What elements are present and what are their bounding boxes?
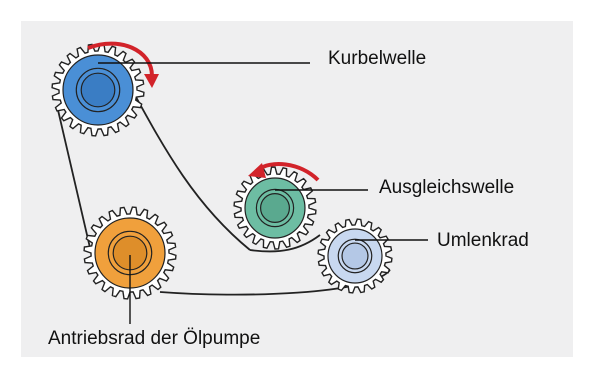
balance-shaft-label: Ausgleichswelle — [379, 177, 515, 198]
crankshaft-rotation-arrow — [87, 41, 159, 88]
crankshaft-label: Kurbelwelle — [328, 48, 427, 69]
balance-shaft-hub-ring — [260, 193, 291, 224]
balance-shaft-rotation-arrow — [248, 162, 320, 182]
crankshaft-gear — [51, 43, 145, 137]
crankshaft-hub-ring — [75, 67, 121, 113]
crankshaft-hub-ring — [80, 72, 116, 108]
idler-hub-ring — [337, 238, 373, 274]
oil-pump-label: Antriebsrad der Ölpumpe — [48, 328, 261, 349]
balance-shaft-gear — [233, 166, 317, 250]
idler-hub-ring — [341, 242, 369, 270]
idler-gear — [317, 218, 393, 294]
idler-label: Umlenkrad — [437, 230, 529, 251]
oil-pump-gear — [83, 206, 177, 300]
